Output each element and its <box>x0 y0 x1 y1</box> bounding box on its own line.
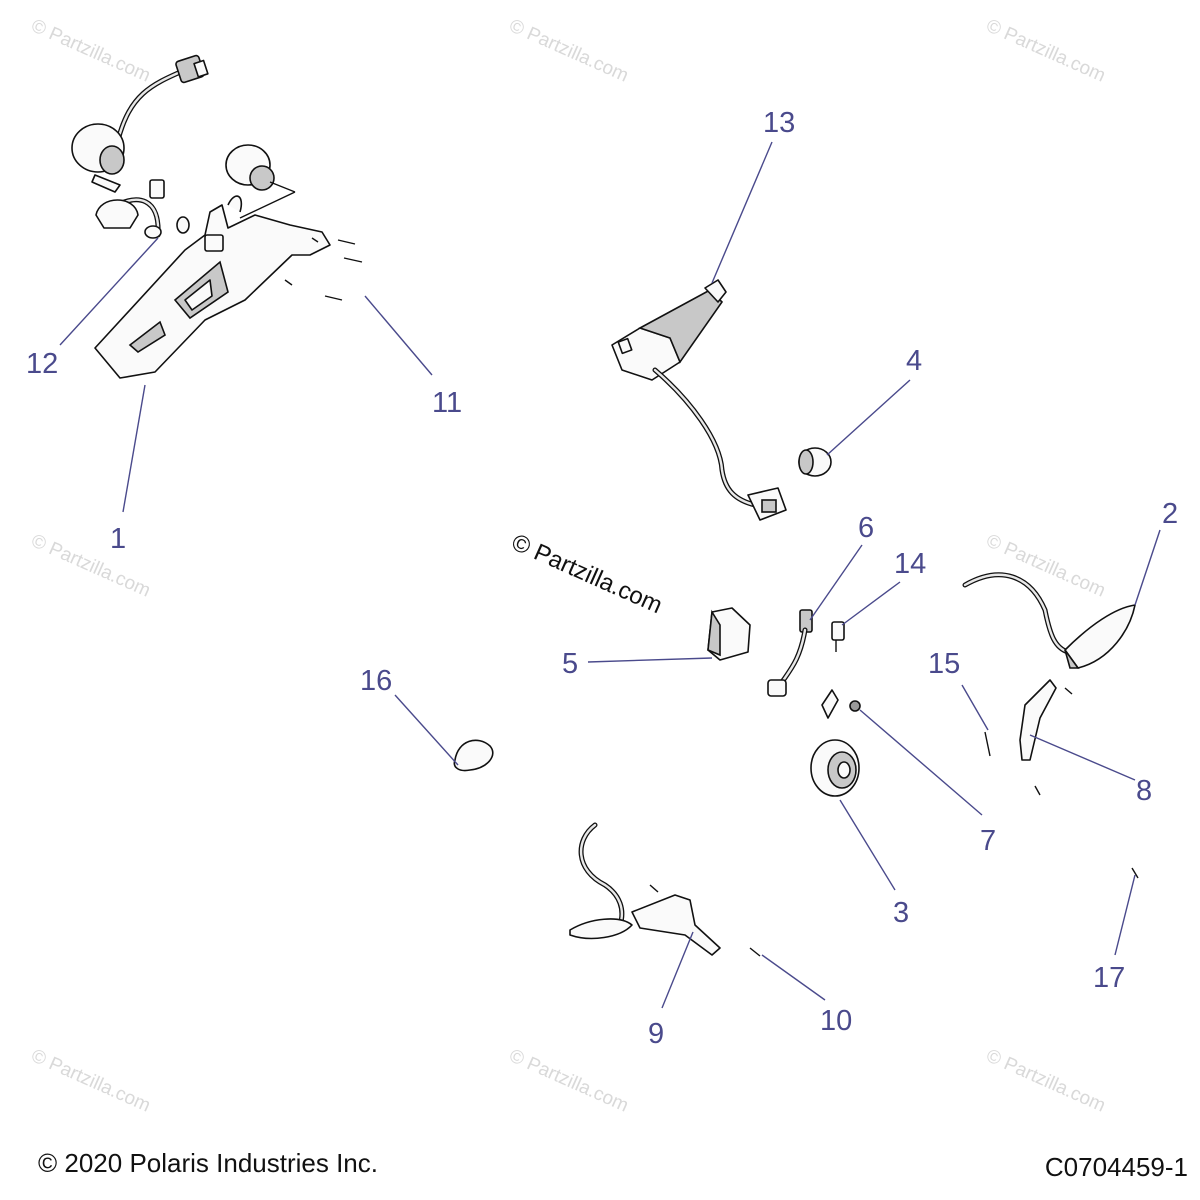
callout-7: 7 <box>980 825 996 857</box>
leader-lines <box>59 141 1161 1009</box>
leader-2 <box>1134 529 1161 606</box>
watermark-bottom-left: © Partzilla.com <box>28 1045 154 1116</box>
part-5-boot <box>707 607 751 661</box>
part-3-horn <box>810 689 861 797</box>
callout-6: 6 <box>858 512 874 544</box>
leader-8 <box>1029 734 1136 781</box>
watermark-mid-left: © Partzilla.com <box>28 530 154 601</box>
callout-13: 13 <box>763 107 795 139</box>
callout-12: 12 <box>26 348 58 380</box>
part-9-light-bracket <box>569 822 761 957</box>
watermark-top-center: © Partzilla.com <box>506 15 632 86</box>
leader-5 <box>587 657 713 663</box>
leader-12 <box>59 237 159 346</box>
leader-14 <box>841 581 901 626</box>
leader-6 <box>809 544 863 621</box>
watermark-bottom-center: © Partzilla.com <box>506 1045 632 1116</box>
watermark-top-right: © Partzilla.com <box>983 15 1109 86</box>
leader-13 <box>711 141 773 284</box>
callout-3: 3 <box>893 897 909 929</box>
callout-9: 9 <box>648 1018 664 1050</box>
watermark-top-left: © Partzilla.com <box>28 15 154 86</box>
leader-7 <box>859 709 983 816</box>
figure-id: C0704459-1 <box>1045 1152 1188 1182</box>
callout-17: 17 <box>1093 962 1125 994</box>
part-13-switch-harness <box>611 279 787 521</box>
part-1-bracket-assembly <box>71 54 363 379</box>
callout-2: 2 <box>1162 498 1178 530</box>
leader-15 <box>961 684 989 731</box>
leader-10 <box>761 954 826 1001</box>
part-6-connector <box>767 609 813 697</box>
part-17-screw <box>1131 867 1139 879</box>
leader-4 <box>826 379 911 456</box>
callout-numbers: 1 2 3 4 5 6 7 8 9 10 11 12 13 14 15 16 1… <box>26 107 1178 1050</box>
callout-10: 10 <box>820 1005 852 1037</box>
callout-5: 5 <box>562 648 578 680</box>
leader-17 <box>1114 874 1136 956</box>
center-watermark: © Partzilla.com <box>508 529 667 619</box>
watermark-mid-right: © Partzilla.com <box>983 530 1109 601</box>
callout-4: 4 <box>906 345 922 377</box>
callout-8: 8 <box>1136 775 1152 807</box>
leader-9 <box>661 931 694 1009</box>
leader-1 <box>122 384 146 513</box>
leader-16 <box>394 694 459 766</box>
part-14-connector <box>831 621 845 652</box>
callout-14: 14 <box>894 548 926 580</box>
callout-11: 11 <box>432 387 462 419</box>
callout-15: 15 <box>928 648 960 680</box>
leader-3 <box>839 799 896 891</box>
part-8-bracket <box>984 679 1073 796</box>
part-2-light <box>962 572 1136 669</box>
leader-11 <box>364 295 433 376</box>
part-4-knob <box>798 447 832 477</box>
part-16-clamp <box>453 739 494 772</box>
copyright-text: © 2020 Polaris Industries Inc. <box>38 1148 378 1178</box>
callout-16: 16 <box>360 665 392 697</box>
callout-1: 1 <box>110 523 126 555</box>
watermark-bottom-right: © Partzilla.com <box>983 1045 1109 1116</box>
